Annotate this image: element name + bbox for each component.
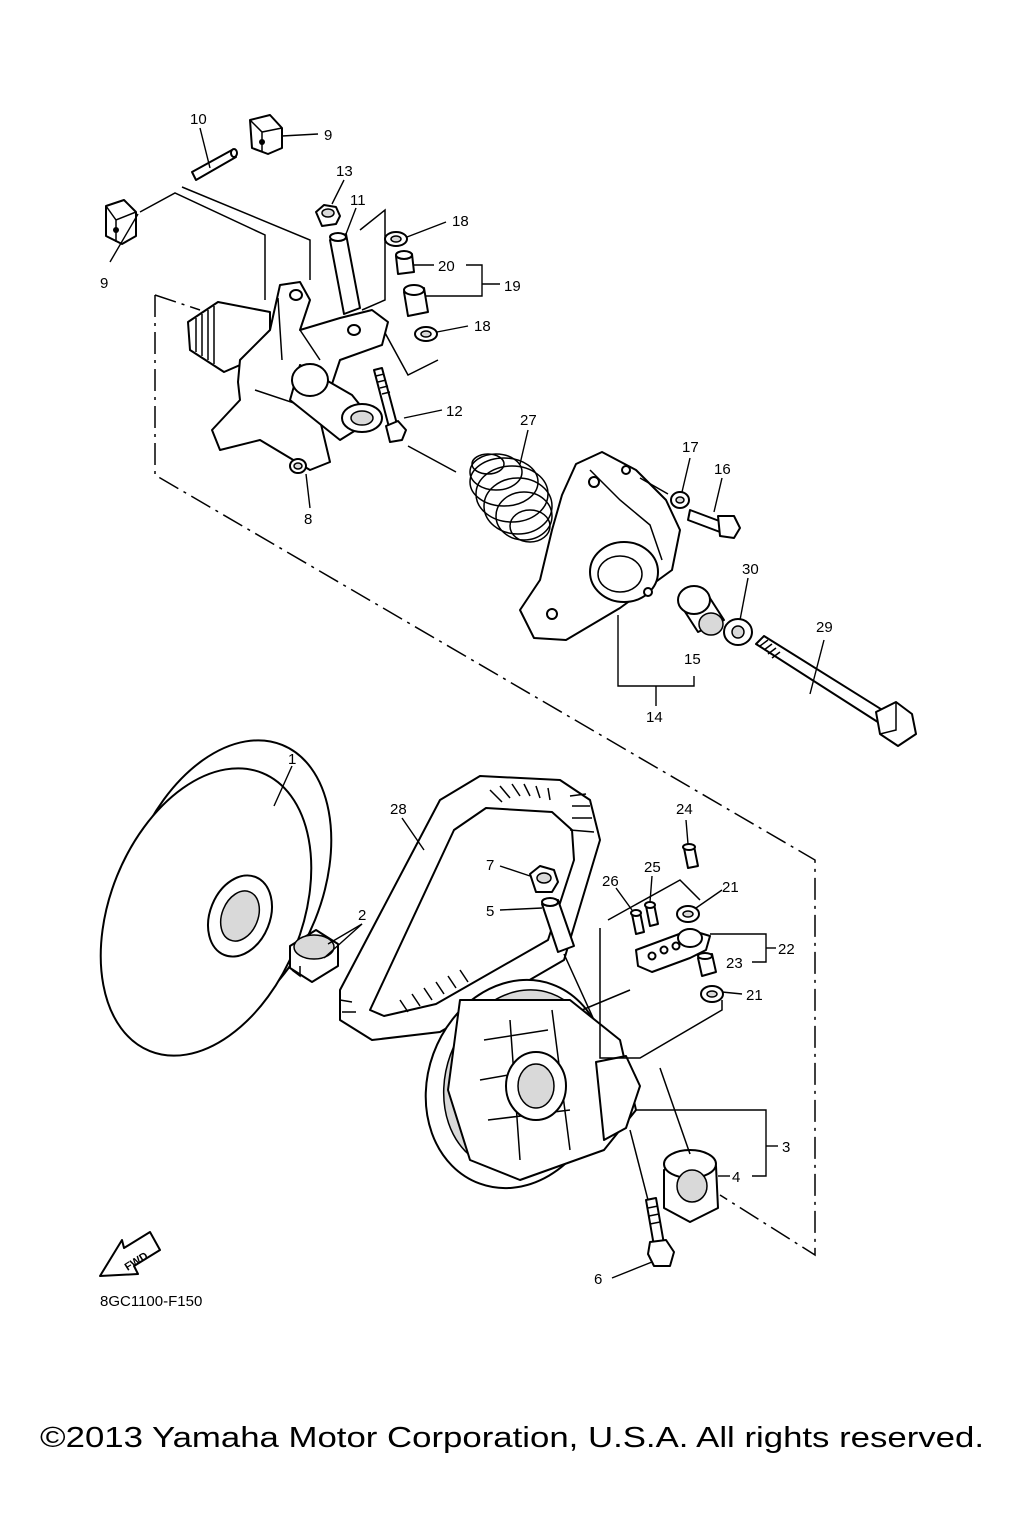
- part-2-collar: [289, 929, 339, 983]
- part-29-long-bolt: [755, 635, 917, 747]
- part-30-washer: [723, 618, 753, 646]
- callout-21-upper: 21: [722, 879, 739, 896]
- callout-12: 12: [446, 403, 463, 420]
- callout-18-lower: 18: [474, 318, 491, 335]
- callout-9-upper: 9: [324, 127, 332, 144]
- part-9-weight-left: [105, 199, 137, 245]
- part-9-weight-upper: [249, 114, 283, 155]
- callout-6: 6: [594, 1271, 602, 1288]
- callout-30: 30: [742, 561, 759, 578]
- callout-21-lower: 21: [746, 987, 763, 1004]
- callout-19: 19: [504, 278, 521, 295]
- part-6-bolt: [645, 1197, 675, 1267]
- callout-14: 14: [646, 709, 663, 726]
- callout-23: 23: [726, 955, 743, 972]
- upper-assembly-outline: [154, 294, 816, 1257]
- callout-9-lower: 9: [100, 275, 108, 292]
- part-13-nut: [315, 204, 341, 227]
- part-14-cover: [519, 451, 681, 641]
- callout-18-upper: 18: [452, 213, 469, 230]
- callout-16: 16: [714, 461, 731, 478]
- part-3-sheave: [424, 978, 641, 1190]
- callout-5: 5: [486, 903, 494, 920]
- part-5-collar: [541, 897, 575, 953]
- callout-numbers: 10 9 9 13 11 18 20 19 18 12 8 27 17 16 3…: [100, 111, 833, 1288]
- roller-arm-group: [581, 843, 724, 1059]
- drawing-code: 8GC1100-F150: [100, 1293, 202, 1310]
- part-8-spider-hub: [187, 281, 389, 474]
- callout-25: 25: [644, 859, 661, 876]
- callout-2: 2: [358, 907, 366, 924]
- callout-22: 22: [778, 941, 795, 958]
- callout-1: 1: [288, 751, 296, 768]
- part-27-spring: [469, 453, 553, 543]
- part-7-nut: [529, 865, 559, 893]
- part-28-belt: [339, 775, 601, 1041]
- callout-29: 29: [816, 619, 833, 636]
- callout-10: 10: [190, 111, 207, 128]
- callout-8: 8: [304, 511, 312, 528]
- part-16-bolt: [687, 509, 741, 539]
- part-17-washer: [670, 491, 690, 509]
- part-10-pin: [191, 148, 238, 181]
- part-15-bushing: [677, 585, 725, 636]
- callout-13: 13: [336, 163, 353, 180]
- parts-18-20-stack: [359, 208, 439, 376]
- callout-7: 7: [486, 857, 494, 874]
- callout-17: 17: [682, 439, 699, 456]
- callout-15: 15: [684, 651, 701, 668]
- pin-guide-lines: [139, 186, 311, 300]
- part-1-sheave: [99, 739, 333, 1057]
- callout-26: 26: [602, 873, 619, 890]
- callout-28: 28: [390, 801, 407, 818]
- callout-3: 3: [782, 1139, 790, 1156]
- part-12-bolt: [373, 367, 407, 443]
- part-11-collar: [329, 232, 361, 315]
- callout-20: 20: [438, 258, 455, 275]
- callout-27: 27: [520, 412, 537, 429]
- callout-24: 24: [676, 801, 693, 818]
- callout-leaders: [109, 127, 825, 1279]
- fwd-arrow-icon: FWD: [99, 1231, 161, 1277]
- copyright-notice: ©2013 Yamaha Motor Corporation, U.S.A. A…: [40, 1422, 984, 1454]
- callout-4: 4: [732, 1169, 740, 1186]
- bracket-14: [617, 615, 695, 706]
- part-4-bushing: [663, 1149, 719, 1223]
- callout-11: 11: [350, 192, 366, 209]
